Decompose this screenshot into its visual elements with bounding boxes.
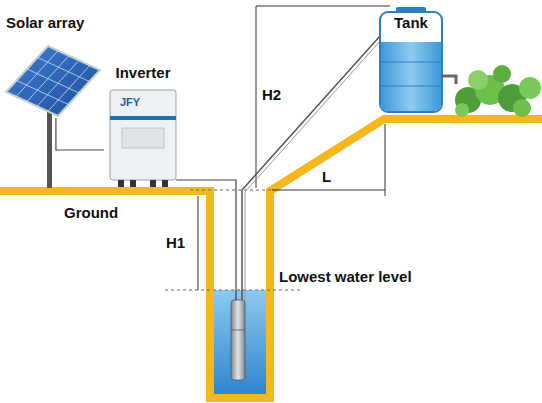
h2-dimension — [256, 6, 257, 188]
dimension-label: H1 — [166, 234, 185, 252]
l-dimension — [272, 190, 385, 191]
brand-logo: JFY — [120, 95, 140, 109]
node-label: Solar array — [6, 14, 84, 32]
well-water — [214, 290, 266, 394]
node-label: Inverter — [115, 64, 170, 82]
tank-body — [380, 12, 442, 112]
inverter-panel — [122, 128, 164, 148]
wire — [56, 118, 104, 150]
dimension-label: L — [322, 168, 331, 186]
tank-water — [381, 42, 441, 111]
node-label: Tank — [394, 14, 428, 32]
l-tick — [385, 124, 386, 196]
pump — [231, 300, 245, 380]
inverter-stripe — [110, 116, 176, 120]
inverter: Inverter — [104, 64, 182, 190]
tank-tap — [442, 76, 456, 84]
plants — [455, 65, 541, 117]
water-pipe — [242, 36, 380, 300]
water-level-label: Lowest water level — [279, 268, 412, 286]
ground-level-line — [190, 190, 272, 191]
dimension-label: H2 — [262, 86, 281, 104]
tank: Tank — [378, 14, 444, 112]
water-pipe — [245, 40, 381, 300]
ground-band — [0, 119, 542, 398]
inverter-connectors — [118, 180, 168, 187]
panel-grid — [16, 51, 90, 111]
solar-array: Solar array — [6, 14, 110, 118]
h1-dimension — [198, 196, 199, 290]
inverter-body — [110, 90, 176, 180]
ground-label: Ground — [64, 204, 118, 222]
h2-top-line — [256, 6, 390, 7]
tank-lid — [396, 7, 426, 13]
solar-panel — [6, 46, 100, 116]
water-level-line — [165, 290, 300, 291]
